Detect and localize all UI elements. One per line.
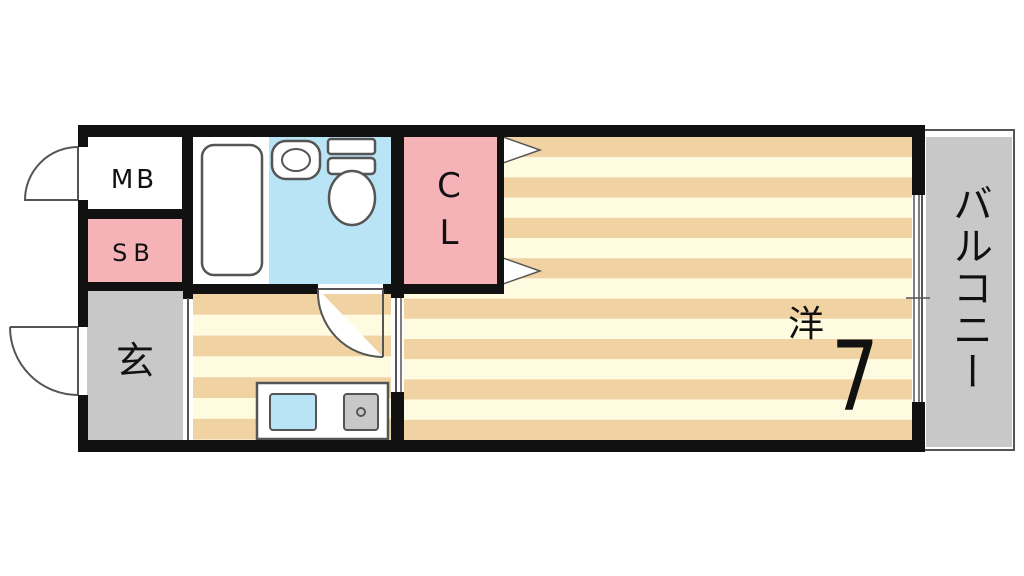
floor-stripe xyxy=(404,298,912,319)
entrance-door[interactable] xyxy=(9,326,79,396)
meter-box-area xyxy=(87,137,182,209)
storage-box-area xyxy=(87,219,182,282)
floor-stripe xyxy=(404,379,912,400)
washbasin-bowl-icon xyxy=(281,148,311,172)
western-room-size: 7 xyxy=(831,322,879,434)
entrance-label: 玄 xyxy=(116,339,154,383)
balcony-label: バルコニー xyxy=(946,183,992,393)
floor-stripe xyxy=(404,177,912,198)
floor-stripe xyxy=(193,314,391,336)
floor-stripe xyxy=(404,339,912,360)
closet-label-c: C xyxy=(437,166,461,206)
entrance-area xyxy=(87,291,183,440)
floor-stripe xyxy=(193,294,391,315)
floor-stripe xyxy=(404,217,912,238)
stove-burner-icon xyxy=(356,407,366,417)
toilet-tank-icon xyxy=(326,137,377,156)
floor-stripe xyxy=(404,399,912,420)
toilet-bowl-icon xyxy=(327,169,377,227)
floor-stripe xyxy=(404,238,912,259)
bathtub-icon xyxy=(200,143,264,277)
meter-box-door[interactable] xyxy=(23,146,79,201)
closet-area xyxy=(404,137,497,284)
balcony-rail xyxy=(921,129,1015,451)
floor-stripe xyxy=(404,419,912,440)
western-room-label: 洋 xyxy=(788,304,824,345)
storage-box-label: SB xyxy=(112,239,156,267)
floor-stripe xyxy=(404,318,912,339)
balcony-area xyxy=(926,137,1012,447)
floor-stripe xyxy=(404,157,912,178)
floor-stripe xyxy=(404,359,912,380)
closet-label-l: L xyxy=(440,213,459,253)
floor-stripe xyxy=(404,278,912,299)
floor-stripe xyxy=(404,197,912,218)
walls xyxy=(78,125,925,452)
meter-box-label: MB xyxy=(111,165,157,195)
stove-icon xyxy=(343,393,379,431)
sink-icon xyxy=(269,393,317,431)
bathroom-door[interactable] xyxy=(316,288,384,359)
floor-stripe xyxy=(193,356,391,378)
